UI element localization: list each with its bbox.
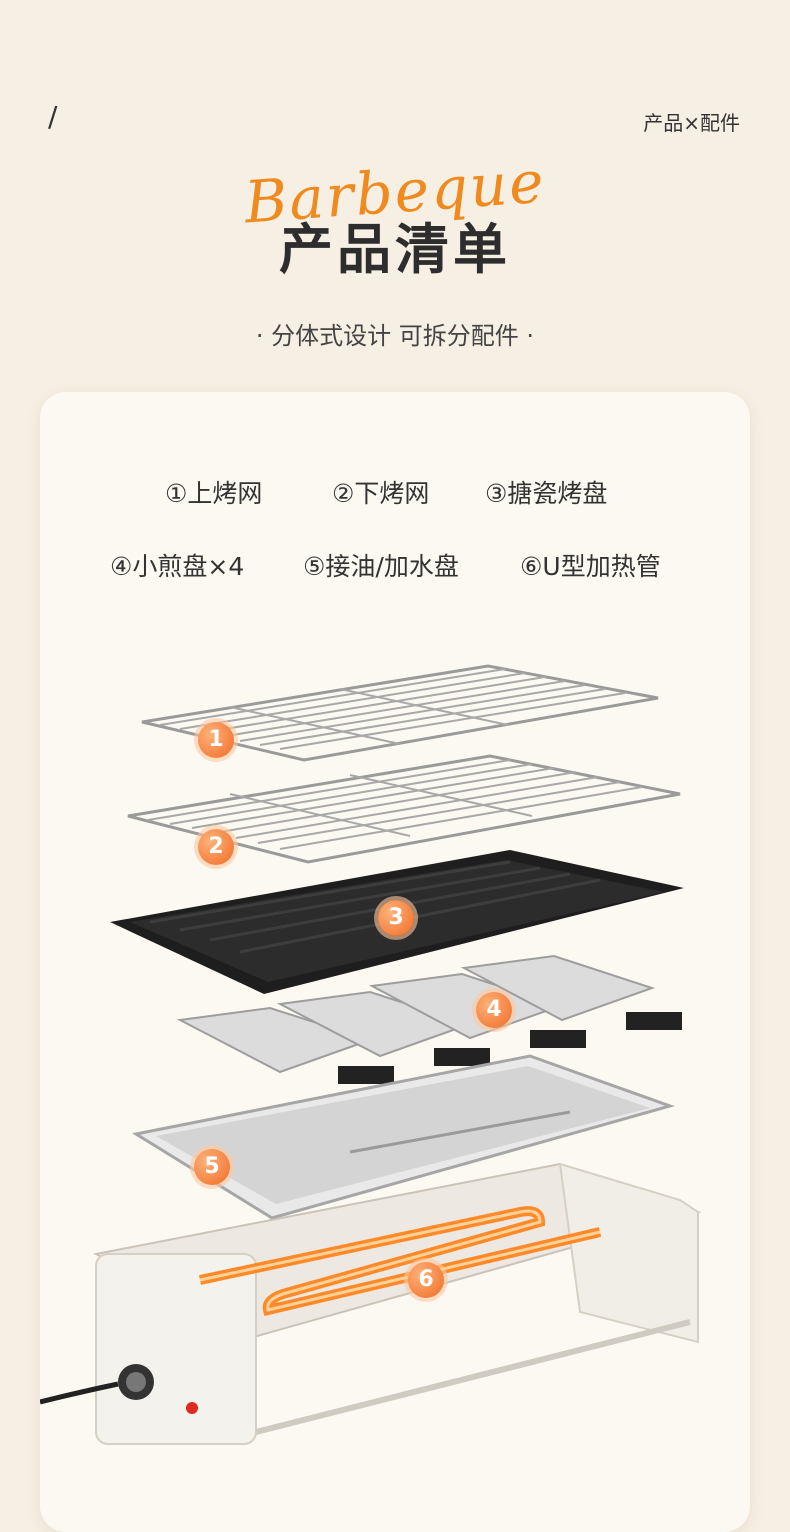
badge-1: 1: [198, 722, 234, 758]
small-frying-pans: [176, 954, 682, 1084]
u-heating-tube: [198, 1206, 602, 1316]
grill-base-frame: [40, 1162, 702, 1445]
badge-2: 2: [198, 829, 234, 865]
badge-4: 4: [476, 992, 512, 1028]
part-label-drip-tray: ⑤接油/加水盘: [303, 552, 459, 581]
part-label-lower-grill: ②下烤网: [332, 479, 430, 508]
badge-3: 3: [378, 900, 414, 936]
part-label-upper-grill: ①上烤网: [165, 479, 263, 508]
page-subtitle: · 分体式设计 可拆分配件 ·: [255, 322, 535, 350]
page-title: 产品清单: [279, 218, 511, 281]
drip-water-tray: [131, 1054, 675, 1220]
lower-grill-rack: [127, 754, 681, 864]
badge-6: 6: [408, 1262, 444, 1298]
part-label-heating-tube: ⑥U型加热管: [520, 552, 661, 581]
badge-5: 5: [194, 1149, 230, 1185]
category-label: 产品×配件: [643, 111, 740, 135]
part-label-enamel-tray: ③搪瓷烤盘: [485, 479, 608, 508]
product-card: ①上烤网 ②下烤网 ③搪瓷烤盘 ④小煎盘×4 ⑤接油/加水盘 ⑥U型加热管: [40, 392, 750, 1532]
exploded-product-diagram: [40, 664, 702, 1445]
slash-mark: /: [48, 100, 58, 133]
upper-grill-rack: [141, 664, 659, 762]
part-label-small-pans: ④小煎盘×4: [110, 552, 245, 581]
